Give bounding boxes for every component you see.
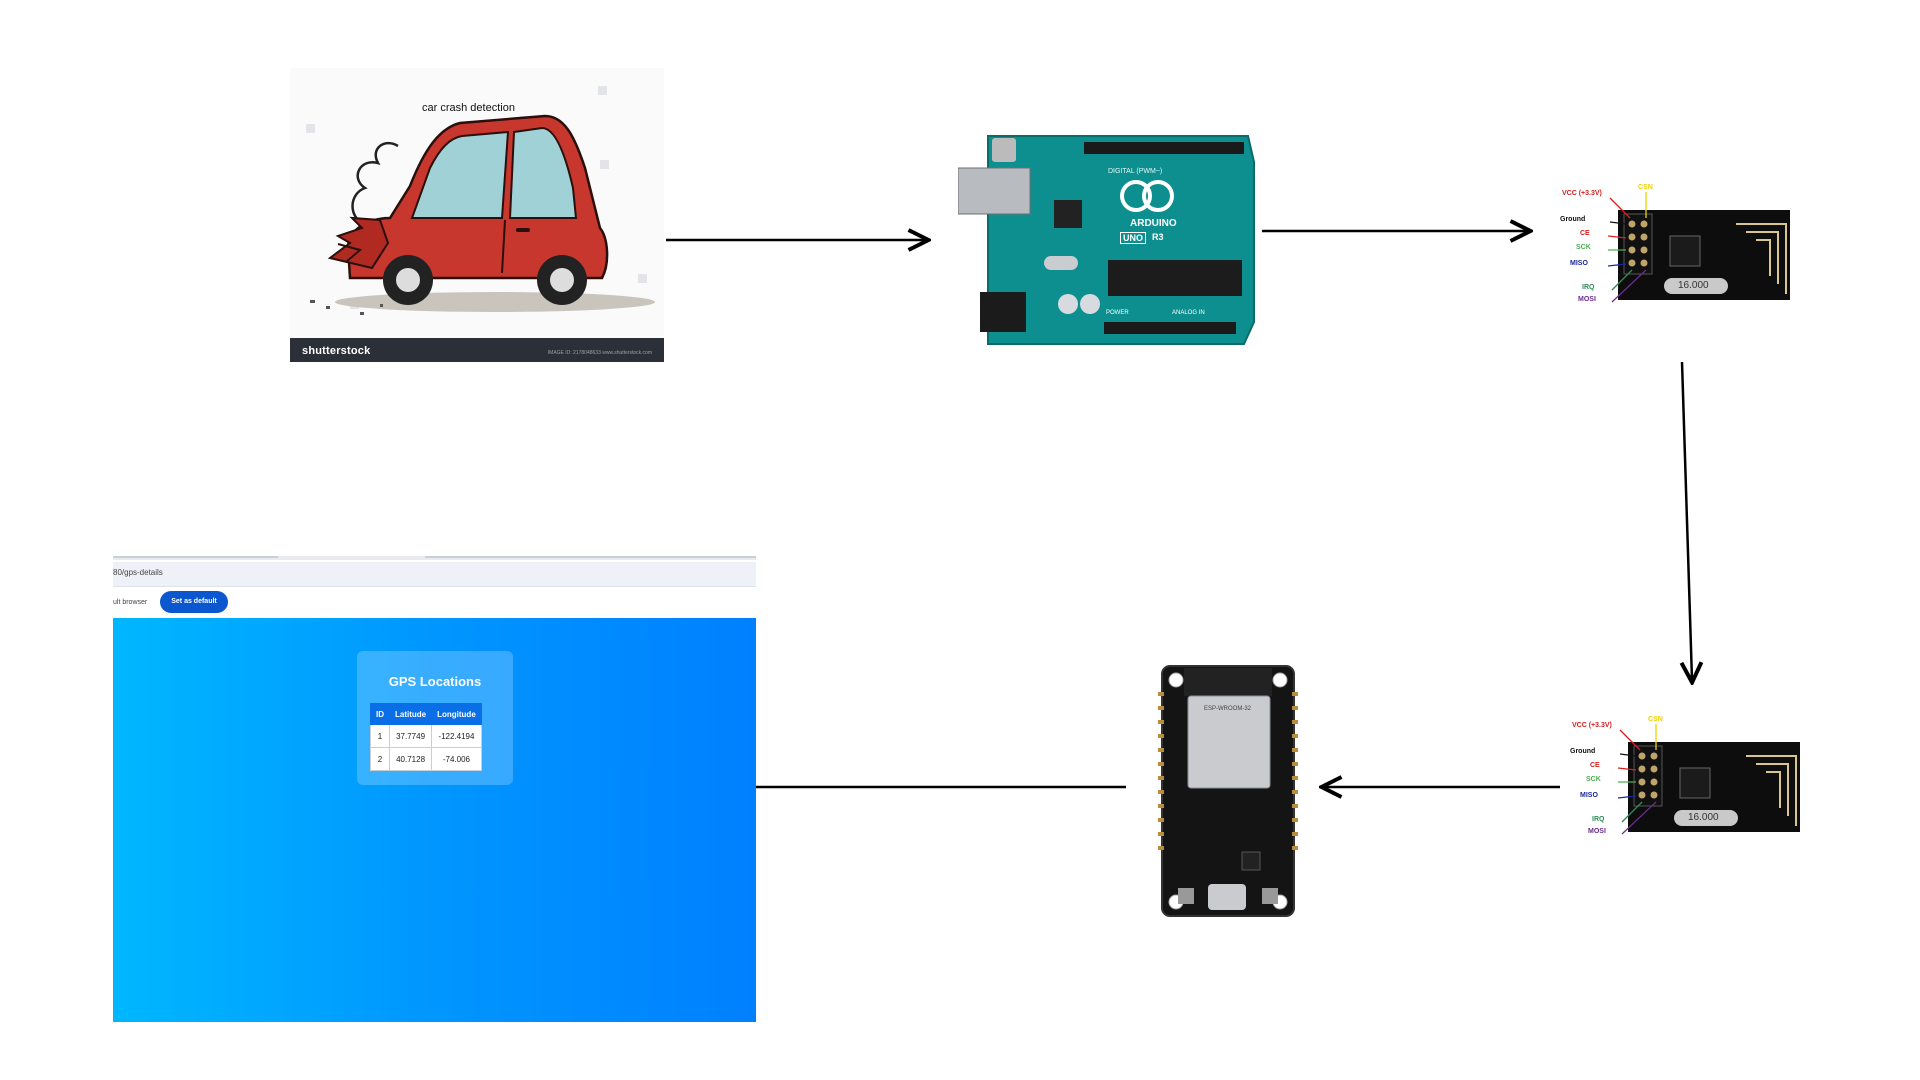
gps-card: GPS Locations ID Latitude Longitude 1 37… (357, 651, 513, 785)
cell-id: 2 (370, 747, 390, 771)
cell-longitude: -122.4194 (431, 724, 482, 748)
pin-miso-label: MISO (1570, 260, 1588, 267)
pin-mosi-label: MOSI (1588, 828, 1606, 835)
car-crash-caption: car crash detection (422, 102, 515, 114)
digital-pwm-label: DIGITAL (PWM~) (1108, 168, 1163, 175)
gps-table: ID Latitude Longitude 1 37.7749 -122.419… (370, 703, 482, 771)
watermark-bar: shutterstock IMAGE ID: 2178048633 www.sh… (290, 338, 664, 362)
uno-label: UNO (1120, 232, 1146, 244)
pin-csn-label: CSN (1648, 716, 1663, 723)
set-as-default-button[interactable]: Set as default (160, 591, 228, 613)
column-header-id: ID (370, 703, 390, 725)
cell-id: 1 (370, 724, 390, 748)
gps-title: GPS Locations (388, 674, 482, 689)
cell-latitude: 37.7749 (388, 724, 433, 748)
address-bar[interactable]: 80/gps-details (113, 562, 756, 587)
pin-mosi-label: MOSI (1578, 296, 1596, 303)
cell-longitude: -74.006 (431, 747, 482, 771)
page-content: GPS Locations ID Latitude Longitude 1 37… (113, 618, 756, 1022)
column-header-latitude: Latitude (388, 703, 433, 725)
crashed-car-illustration (306, 86, 655, 315)
power-label: POWER (1106, 310, 1129, 316)
esp32-module-label: ESP-WROOM-32 (1204, 706, 1252, 712)
pin-csn-label: CSN (1638, 184, 1653, 191)
nrf24l01-module-bottom: VCC (+3.3V) CSN Ground CE SCK MISO IRQ M… (1570, 716, 1802, 844)
pin-ground-label: Ground (1570, 748, 1596, 755)
cell-latitude: 40.7128 (388, 747, 433, 771)
pin-ce-label: CE (1590, 762, 1600, 769)
pin-sck-label: SCK (1576, 244, 1591, 251)
pin-vcc-label: VCC (+3.3V) (1562, 190, 1602, 197)
arduino-uno-board: DIGITAL (PWM~) ARDUINO UNO R3 POWER ANAL… (958, 132, 1258, 348)
esp32-board: ESP-WROOM-32 (1158, 662, 1298, 920)
pin-miso-label: MISO (1580, 792, 1598, 799)
pin-ground-label: Ground (1560, 216, 1586, 223)
pin-irq-label: IRQ (1582, 284, 1595, 291)
tab-strip (113, 556, 756, 560)
arduino-brand-label: ARDUINO (1130, 218, 1177, 229)
image-id-text: IMAGE ID: 2178048633 www.shutterstock.co… (547, 350, 652, 356)
car-crash-image: car crash detection shutterstock IMAGE I… (290, 68, 664, 362)
nrf24l01-module-top: VCC (+3.3V) CSN Ground CE SCK MISO IRQ M… (1560, 184, 1792, 312)
column-header-longitude: Longitude (431, 703, 482, 725)
table-row: 2 40.7128 -74.006 (370, 747, 482, 771)
pin-vcc-label: VCC (+3.3V) (1572, 722, 1612, 729)
pin-ce-label: CE (1580, 230, 1590, 237)
shutterstock-logo: shutterstock (302, 345, 371, 357)
pin-sck-label: SCK (1586, 776, 1601, 783)
arrow-nrf-to-nrf (1682, 361, 1692, 680)
crystal-label: 16.000 (1688, 812, 1719, 823)
table-row: 1 37.7749 -122.4194 (370, 724, 482, 748)
table-header-row: ID Latitude Longitude (370, 703, 482, 725)
url-text: 80/gps-details (113, 568, 163, 577)
browser-screenshot: 80/gps-details ult browser Set as defaul… (113, 556, 756, 1022)
r3-label: R3 (1152, 232, 1164, 242)
crystal-label: 16.000 (1678, 280, 1709, 291)
infobar-text: ult browser (113, 599, 148, 606)
analog-in-label: ANALOG IN (1172, 310, 1205, 316)
pin-irq-label: IRQ (1592, 816, 1605, 823)
